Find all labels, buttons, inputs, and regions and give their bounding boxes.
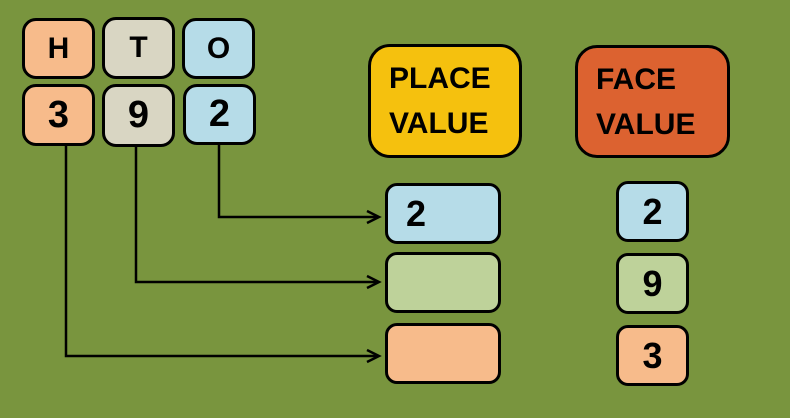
tens-digit: 9 — [127, 94, 150, 136]
face-value-hundreds-text: 3 — [642, 334, 663, 376]
arrow-tens-to-place-value — [134, 147, 382, 290]
face-value-header-line2: VALUE — [596, 107, 696, 141]
place-value-box-hundreds — [385, 323, 501, 384]
face-value-header: FACE VALUE — [575, 45, 730, 158]
hundreds-digit: 3 — [47, 93, 70, 136]
arrow-hundreds-to-place-value — [64, 146, 382, 364]
tens-digit-card: 9 — [102, 84, 175, 147]
place-value-header-line2: VALUE — [389, 107, 489, 140]
face-value-box-tens: 9 — [616, 253, 689, 314]
ones-letter: O — [206, 31, 231, 65]
ones-letter-card: O — [182, 18, 255, 79]
hundreds-digit-card: 3 — [22, 84, 95, 146]
arrow-ones-to-place-value — [217, 145, 382, 225]
place-value-header: PLACE VALUE — [368, 44, 522, 158]
face-value-header-line1: FACE — [596, 62, 677, 96]
place-value-box-tens — [385, 252, 501, 313]
face-value-box-hundreds: 3 — [616, 325, 689, 386]
hundreds-letter: H — [47, 31, 70, 65]
face-value-box-ones: 2 — [616, 181, 689, 242]
ones-digit-card: 2 — [183, 84, 256, 145]
hundreds-letter-card: H — [22, 18, 95, 79]
tens-letter: T — [129, 31, 148, 64]
face-value-tens-text: 9 — [642, 262, 663, 304]
place-value-box-ones: 2 — [385, 183, 501, 244]
tens-letter-card: T — [102, 17, 175, 79]
face-value-ones-text: 2 — [642, 190, 663, 232]
place-value-header-line1: PLACE — [389, 62, 491, 95]
ones-digit: 2 — [208, 93, 231, 135]
place-value-ones-text: 2 — [406, 192, 427, 234]
